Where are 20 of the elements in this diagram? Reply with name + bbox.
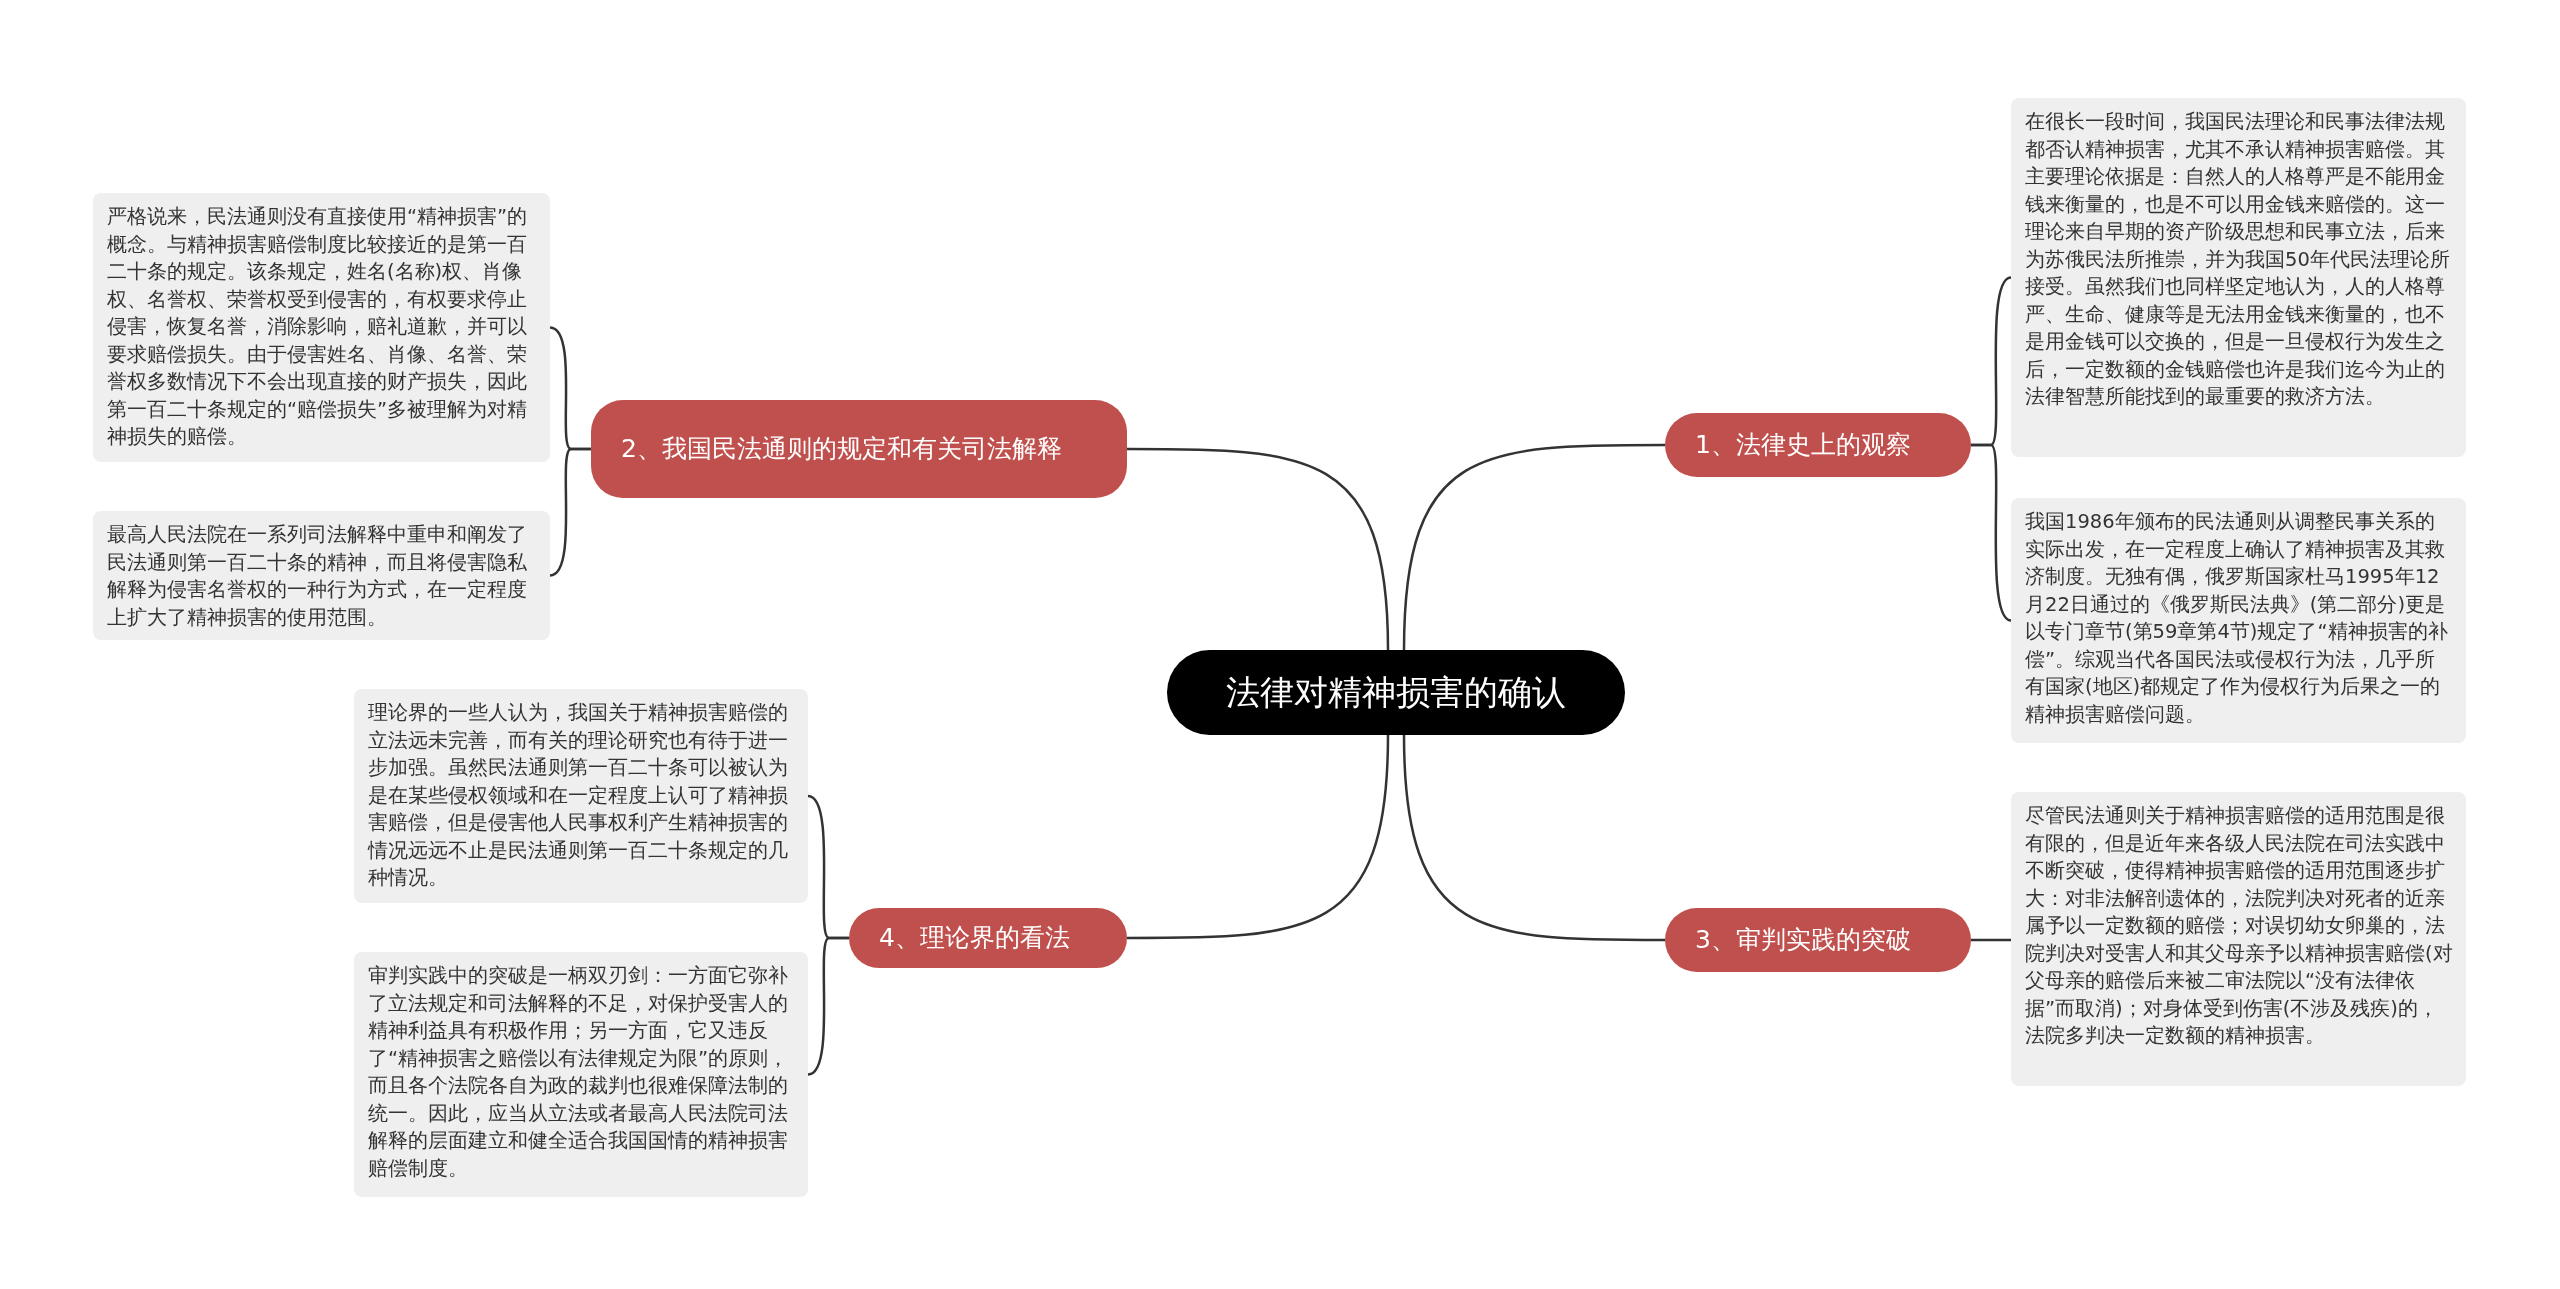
note-card: 我国1986年颁布的民法通则从调整民事关系的实际出发，在一定程度上确认了精神损害及其救济制度。无独有偶，俄罗斯国家杜马1995年12月22日通过的《俄罗斯民法典》(第二部分)更是以专门章节(第59章第4节)规定了“精神损害的补偿”。综观当代各国民法或侵权行为法，几乎所有国家(地区)都规定了作为侵权行为后果之一的精神损害赔偿问题。 (2011, 498, 2466, 743)
connector-line (1402, 734, 1665, 942)
note-card: 理论界的一些人认为，我国关于精神损害赔偿的立法远未完善，而有关的理论研究也有待于进一步加强。虽然民法通则第一百二十条可以被认为是在某些侵权领域和在一定程度上认可了精神损害赔偿，但是侵害他人民事权利产生精神损害的情况远远不止是民法通则第一百二十条规定的几种情况。 (354, 689, 808, 903)
connector-line (1127, 447, 1390, 651)
connector-line (549, 447, 591, 577)
note-card: 审判实践中的突破是一柄双刃剑：一方面它弥补了立法规定和司法解释的不足，对保护受害人的精神利益具有积极作用；另一方面，它又违反了“精神损害之赔偿以有法律规定为限”的原则，而且各个法院各自为政的裁判也很难保障法制的统一。因此，应当从立法或者最高人民法院司法解释的层面建立和健全适合我国国情的精神损害赔偿制度。 (354, 952, 808, 1197)
note-card: 尽管民法通则关于精神损害赔偿的适用范围是很有限的，但是近年来各级人民法院在司法实践中不断突破，使得精神损害赔偿的适用范围逐步扩大：对非法解剖遗体的，法院判决对死者的近亲属予以一定数额的赔偿；对误切幼女卵巢的，法院判决对受害人和其父母亲予以精神损害赔偿(对父母亲的赔偿后来被二审法院以“没有法律依据”而取消)；对身体受到伤害(不涉及残疾)的，法院多判决一定数额的精神损害。 (2011, 792, 2466, 1086)
connector-line (807, 936, 849, 1076)
connector-line (1127, 734, 1390, 940)
note-card: 最高人民法院在一系列司法解释中重申和阐发了民法通则第一百二十条的精神，而且将侵害隐私解释为侵害名誉权的一种行为方式，在一定程度上扩大了精神损害的使用范围。 (93, 511, 550, 640)
note-card: 严格说来，民法通则没有直接使用“精神损害”的概念。与精神损害赔偿制度比较接近的是第一百二十条的规定。该条规定，姓名(名称)权、肖像权、名誉权、荣誉权受到侵害的，有权要求停止侵害，恢复名誉，消除影响，赔礼道歉，并可以要求赔偿损失。由于侵害姓名、肖像、名誉、荣誉权多数情况下不会出现直接的财产损失，因此第一百二十条规定的“赔偿损失”多被理解为对精神损失的赔偿。 (93, 193, 550, 462)
branch-topic: 1、法律史上的观察 (1665, 413, 1971, 477)
connector-line (1402, 443, 1665, 651)
note-card: 在很长一段时间，我国民法理论和民事法律法规都否认精神损害，尤其不承认精神损害赔偿。其主要理论依据是：自然人的人格尊严是不能用金钱来衡量的，也是不可以用金钱来赔偿的。这一理论来自早期的资产阶级思想和民事立法，后来为苏俄民法所推崇，并为我国50年代民法理论所接受。虽然我们也同样坚定地认为，人的人格尊严、生命、健康等是无法用金钱来衡量的，也不是用金钱可以交换的，但是一旦侵权行为发生之后，一定数额的金钱赔偿也许是我们迄今为止的法律智慧所能找到的最重要的救济方法。 (2011, 98, 2466, 457)
branch-topic: 3、审判实践的突破 (1665, 908, 1971, 972)
connector-line (1971, 938, 2011, 942)
branch-topic: 2、我国民法通则的规定和有关司法解释 (591, 400, 1127, 498)
central-topic: 法律对精神损害的确认 (1167, 650, 1625, 735)
branch-topic: 4、理论界的看法 (849, 908, 1127, 968)
connector-line (1971, 443, 2012, 622)
